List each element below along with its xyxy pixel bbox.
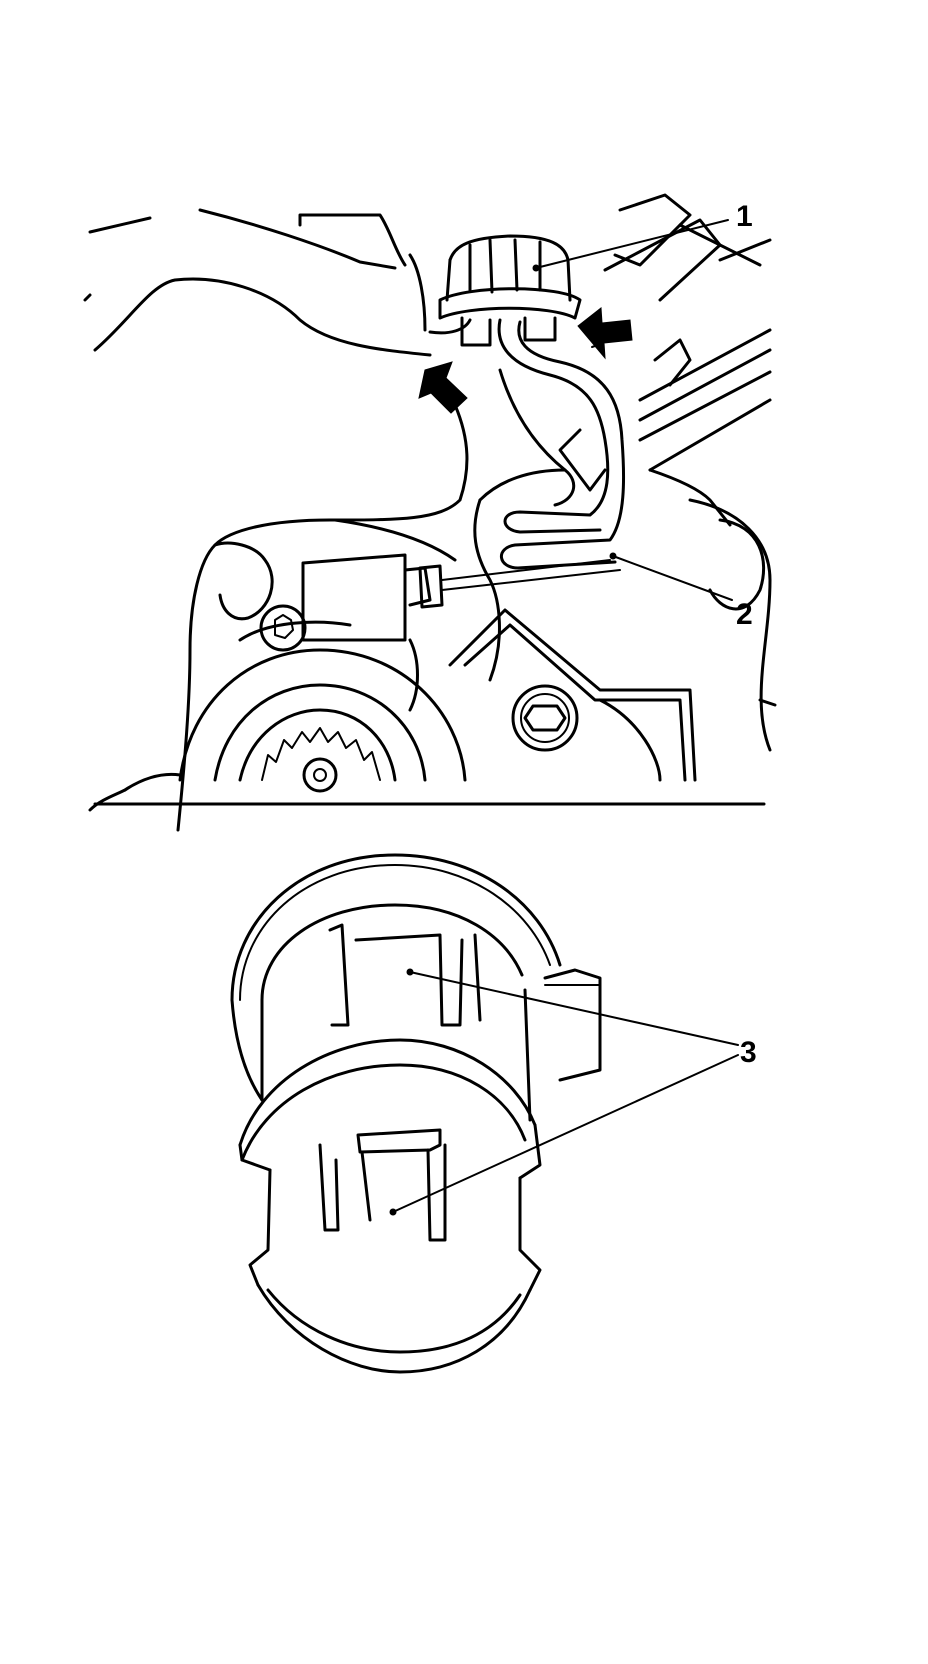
callout-2-label: 2 <box>736 598 753 631</box>
top-view-engine <box>83 193 777 832</box>
callout-3-label: 3 <box>740 1036 757 1069</box>
callout-1-label: 1 <box>736 200 753 233</box>
callout-2: 2 <box>609 552 753 631</box>
bottom-view-connector <box>230 853 602 1374</box>
callout-1: 1 <box>532 200 753 272</box>
callout-3: 3 <box>389 968 757 1216</box>
